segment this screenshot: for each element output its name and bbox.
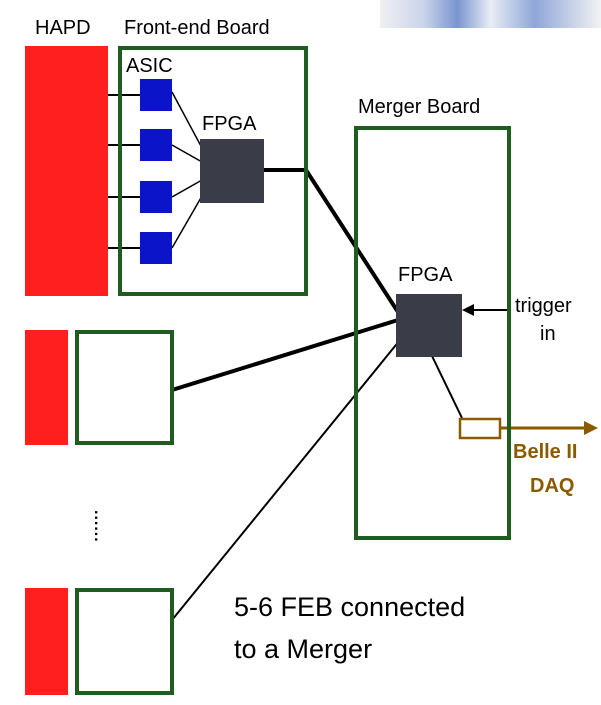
front-end-board-label: Front-end Board — [124, 18, 270, 38]
daq-output-arrowhead — [584, 421, 598, 435]
ellipsis-marker: ...... — [91, 510, 107, 543]
asic-chip-2 — [140, 129, 172, 161]
trigger-in-label-1: trigger — [515, 296, 572, 316]
caption-line-1: 5-6 FEB connected — [234, 594, 465, 621]
asic-chip-4 — [140, 232, 172, 264]
caption-line-2: to a Merger — [234, 636, 372, 663]
front-fpga-chip — [200, 139, 264, 203]
front-end-board-2 — [75, 330, 174, 445]
asic-chip-3 — [140, 181, 172, 213]
hapd-block-1 — [25, 46, 108, 296]
daq-label-2: DAQ — [530, 476, 574, 496]
hapd-label: HAPD — [35, 18, 91, 38]
merger-board-label: Merger Board — [358, 97, 480, 117]
daq-label-1: Belle II — [513, 442, 577, 462]
front-end-board-3 — [75, 588, 174, 695]
hapd-block-3 — [25, 588, 68, 695]
hapd-block-2 — [25, 330, 68, 445]
asic-chip-1 — [140, 79, 172, 111]
trigger-in-label-2: in — [540, 324, 556, 344]
merger-fpga-chip — [396, 294, 462, 357]
